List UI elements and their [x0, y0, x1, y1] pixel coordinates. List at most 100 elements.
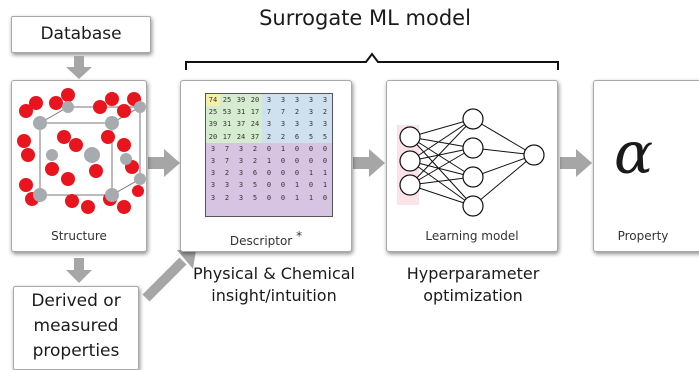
matrix-cell: 2 — [220, 167, 234, 180]
matrix-cell: 20 — [206, 130, 220, 143]
matrix-cell: 6 — [290, 130, 304, 143]
matrix-cell: 1 — [290, 191, 304, 204]
matrix-cell: 0 — [290, 167, 304, 180]
matrix-cell: 39 — [234, 94, 248, 107]
matrix-cell: 3 — [206, 154, 220, 168]
matrix-cell: 3 — [234, 191, 248, 204]
property-caption: Property — [617, 229, 669, 243]
matrix-cell: 1 — [304, 191, 318, 204]
matrix-cell: 0 — [318, 154, 332, 168]
matrix-cell: 0 — [304, 142, 318, 155]
matrix-cell: 2 — [290, 106, 304, 119]
matrix-cell: 1 — [318, 179, 332, 192]
matrix-cell: 5 — [248, 179, 262, 192]
matrix-cell: 2 — [276, 130, 290, 143]
matrix-cell — [248, 203, 262, 216]
descriptor-caption-text: Descriptor — [229, 234, 293, 248]
descriptor-caption: Descriptor * — [181, 229, 351, 248]
arrow-derived-to-descriptor — [142, 250, 196, 302]
matrix-cell: 1 — [276, 142, 290, 155]
matrix-cell: 37 — [234, 118, 248, 131]
matrix-cell: 24 — [248, 118, 262, 131]
alpha-symbol: α — [614, 119, 654, 187]
matrix-cell: 53 — [220, 106, 234, 119]
matrix-cell: 3 — [304, 106, 318, 119]
matrix-cell: 5 — [318, 130, 332, 143]
arrow-learning-to-property — [560, 149, 592, 177]
physchem-label-line1: Physical & Chemical — [193, 264, 355, 283]
matrix-cell: 3 — [220, 179, 234, 192]
matrix-cell — [220, 203, 234, 216]
matrix-cell: 0 — [262, 167, 276, 180]
matrix-cell: 20 — [248, 94, 262, 107]
surrogate-ml-title: Surrogate ML model — [259, 6, 471, 30]
structure-caption: Structure — [51, 229, 107, 243]
matrix-cell: 7 — [276, 106, 290, 119]
matrix-cell: 0 — [262, 191, 276, 204]
matrix-cell: 3 — [234, 179, 248, 192]
atoms-gray — [33, 101, 146, 202]
matrix-cell: 2 — [318, 106, 332, 119]
arrow-descriptor-to-learning — [353, 149, 385, 177]
hyperparameter-label-line1: Hyperparameter — [406, 264, 540, 283]
derived-properties-box: Derived or measured properties — [13, 286, 139, 370]
matrix-cell: 3 — [276, 94, 290, 107]
matrix-cell: 3 — [234, 142, 248, 155]
matrix-cell: 0 — [262, 179, 276, 192]
matrix-cell: 3 — [262, 118, 276, 131]
matrix-cell: 17 — [248, 106, 262, 119]
matrix-cell: 31 — [220, 118, 234, 131]
matrix-cell: 3 — [276, 118, 290, 131]
matrix-cell: 3 — [318, 94, 332, 107]
matrix-cell: 25 — [220, 94, 234, 107]
matrix-cell: 5 — [304, 130, 318, 143]
crystal-structure-image — [17, 88, 146, 214]
derived-label-line2: measured — [33, 316, 119, 336]
matrix-cell — [234, 203, 248, 216]
matrix-cell: 0 — [304, 154, 318, 168]
matrix-cell: 1 — [290, 179, 304, 192]
matrix-cell: 1 — [262, 154, 276, 168]
matrix-cell: 31 — [234, 106, 248, 119]
matrix-cell — [304, 203, 318, 216]
matrix-cell: 0 — [276, 154, 290, 168]
matrix-cell: 0 — [276, 179, 290, 192]
structure-box: Structure — [11, 80, 147, 252]
matrix-cell: 0 — [304, 179, 318, 192]
matrix-cell: 1 — [304, 167, 318, 180]
matrix-cell: 0 — [290, 154, 304, 168]
matrix-cell: 1 — [318, 167, 332, 180]
arrow-structure-to-descriptor — [148, 149, 180, 177]
matrix-cell: 37 — [248, 130, 262, 143]
database-box: Database — [11, 16, 151, 53]
matrix-cell: 3 — [290, 118, 304, 131]
database-label: Database — [40, 24, 122, 44]
matrix-cell — [318, 203, 332, 216]
matrix-cell: 0 — [276, 167, 290, 180]
matrix-cell: 0 — [290, 142, 304, 155]
matrix-cell: 0 — [276, 191, 290, 204]
matrix-cell — [276, 203, 290, 216]
matrix-cell: 3 — [234, 154, 248, 168]
hyperparameter-label-line2: optimization — [423, 286, 523, 305]
matrix-cell: 3 — [304, 94, 318, 107]
learning-model-caption: Learning model — [425, 229, 519, 243]
matrix-cell: 2 — [262, 130, 276, 143]
matrix-cell: 25 — [206, 106, 220, 119]
matrix-cell: 3 — [318, 118, 332, 131]
matrix-cell — [262, 203, 276, 216]
arrow-structure-to-derived — [66, 258, 92, 283]
matrix-cell: 3 — [290, 94, 304, 107]
learning-model-box: Learning model — [386, 80, 558, 252]
matrix-cell: 7 — [262, 106, 276, 119]
matrix-cell — [290, 203, 304, 216]
matrix-cell: 2 — [220, 191, 234, 204]
matrix-cell: 3 — [206, 191, 220, 204]
matrix-cell: 24 — [234, 130, 248, 143]
physchem-label-line2: insight/intuition — [211, 286, 337, 305]
matrix-cell: 3 — [206, 142, 220, 155]
